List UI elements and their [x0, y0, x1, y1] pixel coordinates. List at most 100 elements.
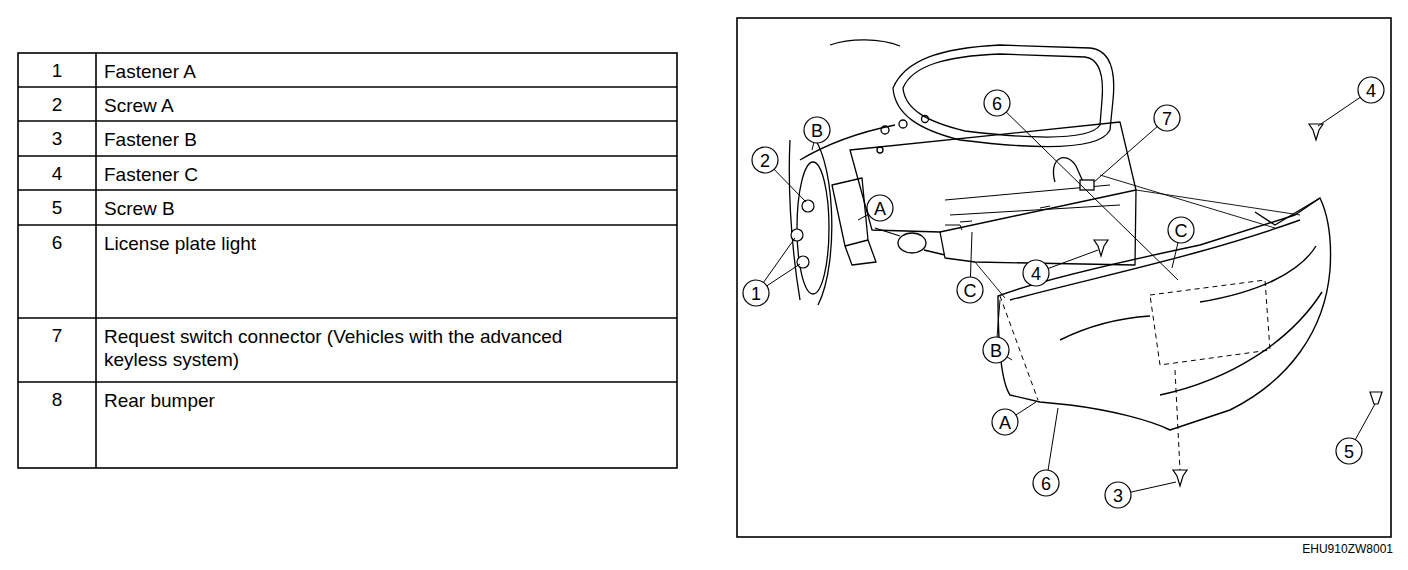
- table-index: 3: [18, 128, 96, 150]
- table-grid: [18, 120, 677, 122]
- fastener-symbol: [791, 124, 1382, 486]
- figure-frame: [737, 18, 1391, 537]
- table-grid: [18, 86, 677, 88]
- callout-circle: [957, 277, 983, 303]
- rear-bumper: [1255, 198, 1320, 225]
- car-body: [797, 162, 829, 294]
- callout-number: 2: [760, 151, 770, 171]
- callout-number: C: [964, 281, 977, 301]
- fastener-symbol: [797, 256, 809, 268]
- rear-bumper: [998, 198, 1331, 470]
- callout-circle: [992, 409, 1018, 435]
- table-index: 6: [18, 232, 96, 254]
- table-part-name: Fastener A: [104, 60, 574, 83]
- table-grid: [18, 155, 677, 157]
- callout-circle: [983, 337, 1009, 363]
- car-body: [832, 178, 868, 246]
- figure-code: EHU910ZW8001: [1302, 542, 1393, 556]
- car-body: [877, 147, 883, 153]
- fastener-symbol: [791, 229, 803, 241]
- car-body: [789, 40, 1136, 305]
- callout-circle: [743, 77, 1384, 508]
- table-part-name: Screw B: [104, 197, 574, 220]
- car-body: [845, 240, 876, 265]
- callout-number: B: [811, 121, 823, 141]
- fastener-symbol: [1370, 392, 1382, 404]
- callout-circle: [1154, 105, 1180, 131]
- car-body: [850, 122, 1136, 232]
- fastener-symbol: [802, 200, 814, 212]
- assembly-line: [1136, 190, 1300, 215]
- table-part-name: License plate light: [104, 232, 574, 255]
- rear-bumper: [1160, 292, 1322, 395]
- table-index: 1: [18, 60, 96, 82]
- callout-number: 1: [751, 284, 761, 304]
- callout-number: B: [990, 341, 1002, 361]
- car-body: [940, 190, 1136, 265]
- callout-number: 4: [1031, 264, 1041, 284]
- table-index: 8: [18, 389, 96, 411]
- car-body: [881, 126, 889, 134]
- callout-circle: [1168, 217, 1194, 243]
- callout-number: 4: [1366, 81, 1376, 101]
- table-grid: [18, 381, 677, 383]
- callout-number: C: [1175, 221, 1188, 241]
- leader-line: [1094, 118, 1167, 182]
- rear-bumper: [1060, 316, 1150, 340]
- table-grid: [95, 53, 97, 468]
- callout-number: A: [999, 413, 1011, 433]
- callout-circle: [1023, 260, 1049, 286]
- callout-number: 5: [1344, 442, 1354, 462]
- rear-bumper: [1200, 246, 1316, 302]
- table-part-name: Screw A: [104, 94, 574, 117]
- request-switch-connector: [1080, 180, 1094, 190]
- assembly-line: [975, 175, 1300, 298]
- callout-circle: [804, 117, 830, 143]
- car-body: [830, 40, 900, 46]
- table-grid: [18, 317, 677, 319]
- car-body: [789, 140, 800, 300]
- leader-line: [756, 90, 1375, 495]
- table-grid: [18, 189, 677, 191]
- table-part-name: Rear bumper: [104, 389, 574, 412]
- rear-bumper: [1175, 370, 1180, 470]
- callout-number: 6: [992, 94, 1002, 114]
- callout-circle: [1033, 470, 1059, 496]
- rear-bumper: [1150, 280, 1270, 365]
- table-grid: [18, 53, 677, 468]
- callout-number: A: [874, 199, 886, 219]
- car-body: [898, 233, 926, 253]
- table-index: 2: [18, 94, 96, 116]
- callout-circle: [752, 147, 778, 173]
- callout-circle: [867, 195, 893, 221]
- car-body: [960, 206, 1050, 222]
- table-part-name: Fastener C: [104, 163, 574, 186]
- callout-circle: [1358, 77, 1384, 103]
- fastener-symbol: [1094, 240, 1108, 256]
- fastener-symbol: [1309, 124, 1323, 140]
- table-index: 7: [18, 325, 96, 347]
- car-body: [903, 54, 1102, 137]
- car-body: [945, 225, 962, 230]
- rear-bumper: [998, 198, 1331, 430]
- table-grid: [18, 53, 677, 468]
- car-body: [922, 116, 929, 123]
- table-index: 5: [18, 197, 96, 219]
- fastener-symbol: [1173, 470, 1187, 486]
- callout-circle: [743, 280, 769, 306]
- car-body: [875, 228, 945, 255]
- table-part-name: Request switch connector (Vehicles with …: [104, 325, 574, 371]
- table-part-name: Fastener B: [104, 128, 574, 151]
- request-switch-connector: [1053, 158, 1094, 190]
- callout-circle: [984, 90, 1010, 116]
- car-body: [899, 120, 907, 128]
- car-body: [893, 45, 1114, 147]
- callout-circle: [1336, 438, 1362, 464]
- callout-number: 7: [1162, 109, 1172, 129]
- callout-number: 6: [1041, 474, 1051, 494]
- callout-number: 3: [1113, 486, 1123, 506]
- leader-line: [997, 103, 1178, 280]
- callout-circle: [1105, 482, 1131, 508]
